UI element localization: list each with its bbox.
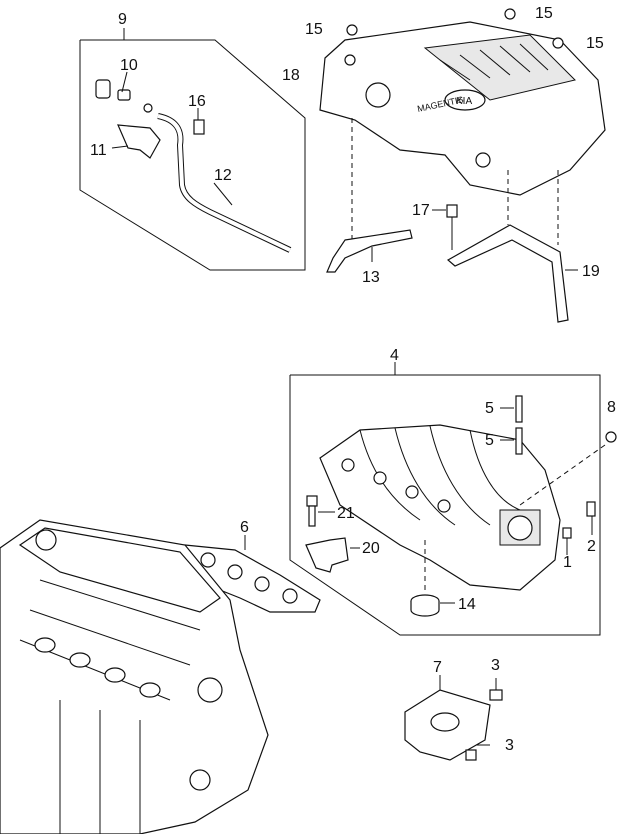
part-7-bracket — [404, 675, 491, 761]
group-9-frame — [79, 28, 306, 271]
callout-15b: 15 — [535, 5, 553, 22]
part-14-plug — [410, 540, 455, 617]
callout-21: 21 — [337, 505, 355, 522]
callout-6: 6 — [240, 519, 249, 536]
callout-3b: 3 — [505, 737, 514, 754]
callout-19: 19 — [582, 263, 600, 280]
callout-20: 20 — [362, 540, 380, 557]
callout-18: 18 — [282, 67, 300, 84]
callout-16: 16 — [188, 93, 206, 110]
part-2-fitting — [586, 501, 596, 535]
callout-11: 11 — [90, 142, 107, 159]
part-21-bolt — [306, 495, 335, 527]
part-5-studs — [500, 395, 523, 455]
callout-14: 14 — [458, 596, 476, 613]
callout-8: 8 — [607, 399, 616, 416]
callout-5a: 5 — [485, 400, 494, 417]
callout-5b: 5 — [485, 432, 494, 449]
callout-15c: 15 — [586, 35, 604, 52]
part-6-gasket — [182, 535, 321, 613]
part-20-bracket — [305, 537, 360, 573]
part-8-nut — [519, 431, 617, 506]
part-15-nuts — [346, 8, 564, 49]
callout-10: 10 — [120, 57, 138, 74]
callout-7: 7 — [433, 659, 442, 676]
cover-logo-text: KIA — [456, 96, 472, 107]
part-1-fitting — [562, 527, 572, 555]
part-18-engine-cover: KIA MAGENTIS — [319, 21, 606, 196]
part-10-connector — [95, 71, 153, 113]
part-12-hose — [157, 113, 292, 253]
callout-15a: 15 — [305, 21, 323, 38]
part-3-bolts — [465, 678, 503, 761]
part-16-bolt — [193, 108, 205, 135]
engine-block — [0, 519, 269, 834]
group-4-frame — [289, 362, 601, 636]
part-11-bracket — [111, 124, 161, 159]
callout-13: 13 — [362, 269, 380, 286]
callout-17: 17 — [412, 202, 430, 219]
callout-4: 4 — [390, 347, 399, 364]
part-17-bolt — [432, 204, 458, 250]
intake-manifold — [319, 424, 561, 591]
part-19-bracket — [446, 224, 578, 323]
callout-2: 2 — [587, 538, 596, 555]
callout-12: 12 — [214, 167, 232, 184]
part-13-bracket — [326, 229, 413, 273]
callout-1: 1 — [563, 554, 572, 571]
callout-3a: 3 — [491, 657, 500, 674]
callout-9: 9 — [118, 11, 127, 28]
